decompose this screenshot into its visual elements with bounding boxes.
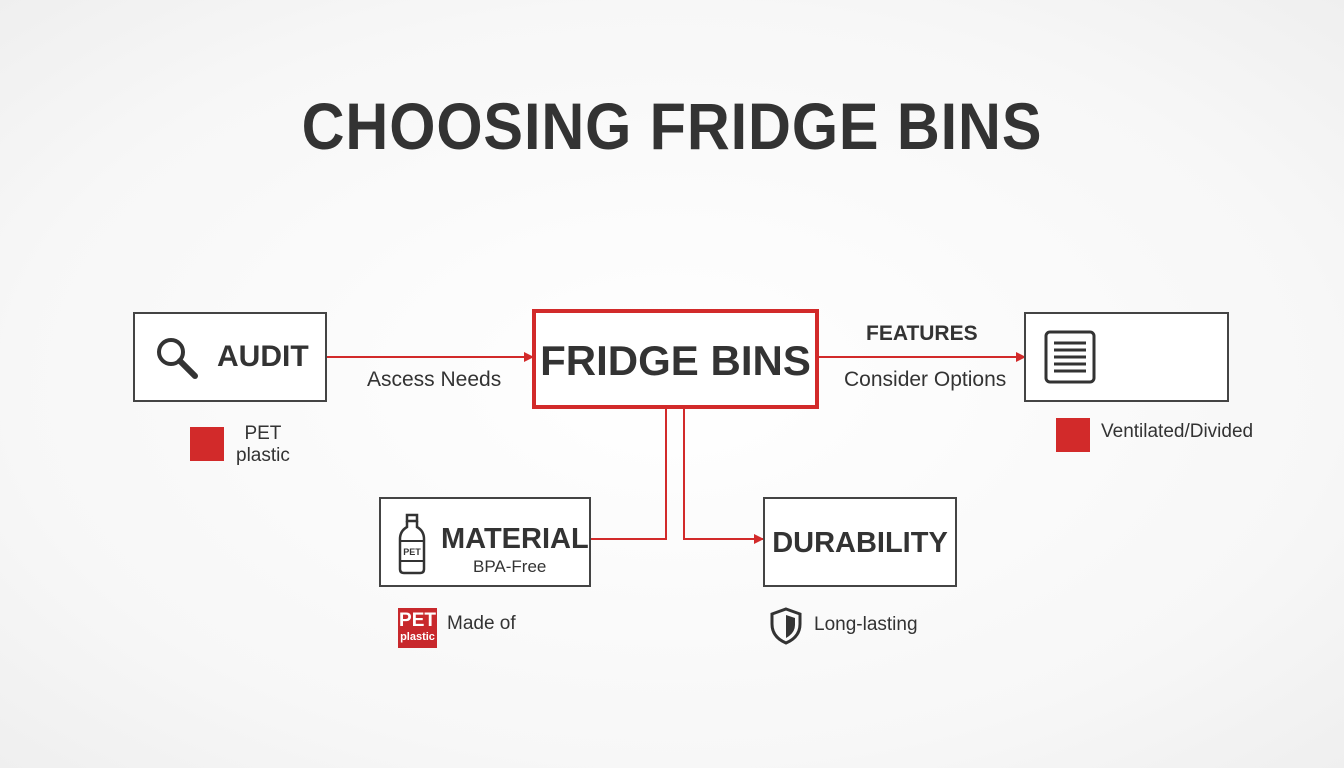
diagram-title: CHOOSING FRIDGE BINS [301,89,1043,163]
arrow-center-to-durability [683,408,764,544]
bottle-icon: PET [398,513,426,575]
features-edge-label: FEATURES [866,322,978,345]
material-label: MATERIAL [441,523,589,555]
center-label: FRIDGE BINS [540,337,811,384]
connector-center-to-material [591,408,667,540]
center-node: FRIDGE BINS [532,309,819,409]
pet-badge-line2: plastic [400,631,435,643]
durability-note: Long-lasting [814,614,918,635]
magnifier-icon [157,338,198,379]
pet-plastic-badge: PET plastic [398,608,437,648]
pet-badge-line1: PET [399,610,436,631]
material-sublabel: BPA-Free [473,557,547,576]
audit-note-line1: PET [244,423,282,444]
document-lines-icon [1044,330,1096,384]
durability-label: DURABILITY [772,527,948,559]
features-note-swatch [1056,418,1090,452]
durability-node: DURABILITY [763,497,957,587]
audit-edge-label: Ascess Needs [367,368,502,391]
audit-note-swatch [190,427,224,461]
shield-icon [770,607,802,645]
material-node: PET MATERIAL BPA-Free [379,497,591,587]
audit-node: AUDIT [133,312,327,402]
audit-note: PET plastic [236,423,290,467]
audit-label: AUDIT [217,340,309,373]
features-edge-sublabel: Consider Options [844,368,1007,391]
features-note: Ventilated/Divided [1101,421,1254,442]
audit-note-line2: plastic [236,445,290,466]
material-note: Made of [447,613,516,634]
bottle-icon-text: PET [403,547,421,557]
features-node [1024,312,1229,402]
